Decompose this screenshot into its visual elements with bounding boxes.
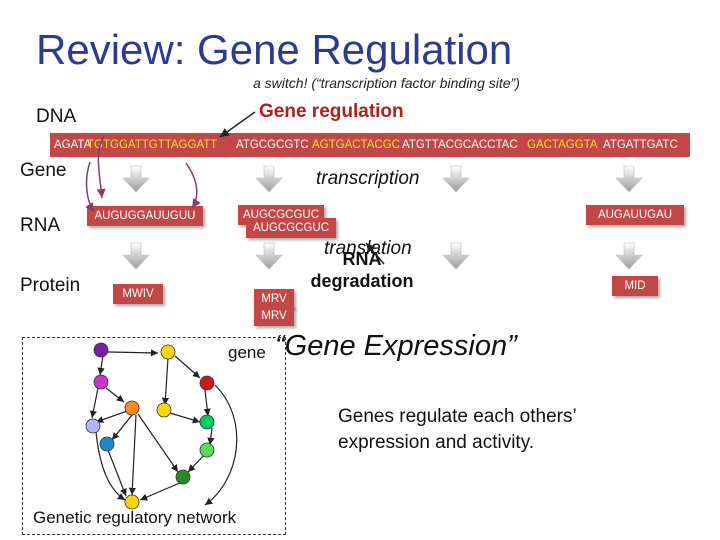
protein-box: MRV [254,306,294,326]
protein-box: MWIV [113,284,163,304]
network-node [124,400,140,416]
protein-row-label: Protein [20,275,81,296]
switch-annotation: a switch! (“transcription factor binding… [253,75,520,91]
rna-box: AUGAUUGAU [586,205,684,225]
network-node [175,469,191,485]
flow-arrow [615,242,643,270]
genes-regulate-text: Genes regulate each others’ expression a… [338,406,577,453]
dna-row-label: DNA [36,106,77,127]
dna-segment: ATGCGCGTC [236,139,309,151]
flow-arrow [615,165,643,193]
protein-box: MID [612,276,658,296]
bracket-arrow [85,161,95,213]
network-frame [22,337,286,535]
transcription-label: transcription [316,168,420,189]
network-edges [89,349,238,506]
dna-segment: GACTAGGTA [527,139,598,151]
page-title: Review: Gene Regulation [36,26,513,73]
rna-box: AUGUGGAUUGUU [87,206,203,226]
network-node [99,436,115,452]
flow-arrow [122,165,150,193]
flow-arrow [122,242,150,270]
network-node [156,402,172,418]
gene-expression-label: “Gene Expression” [275,330,517,362]
gene-regulation-label: Gene regulation [259,101,404,122]
rna-box: AUGCGCGUC [246,218,336,238]
flow-arrow [255,242,283,270]
rna-degradation-label: RNA degradation [310,249,414,291]
network-node [199,442,215,458]
gene-small-label: gene [228,343,266,362]
dna-segment: ATGTTACGCACCTAC [402,139,518,151]
network-label: Genetic regulatory network [33,508,237,527]
dna-segment: TGTGGATTGTTAGGATT [87,139,218,151]
dna-segment: AGTGACTACGC [312,139,400,151]
protein-box: MRV [254,289,294,309]
network-node [160,344,176,360]
rna-row-label: RNA [20,215,61,236]
dna-segment: AGATA [54,139,92,151]
bracket-arrow [96,135,106,199]
flow-arrow [255,165,283,193]
network-node [124,494,140,510]
dna-sequence-strip: AGATA TGTGGATTGTTAGGATT ATGCGCGTC AGTGAC… [50,133,690,157]
regulation-arrow [219,111,256,138]
bracket-arrow [185,162,201,209]
flow-arrow [442,242,470,270]
network-node [199,375,215,391]
degradation-arrow [365,242,385,265]
dna-segment: ATGATTGATC [603,139,678,151]
flow-arrow [442,165,470,193]
network-node [199,414,215,430]
network-node [93,374,109,390]
network-node [85,418,101,434]
gene-row-label: Gene [20,160,67,181]
network-node [93,342,109,358]
